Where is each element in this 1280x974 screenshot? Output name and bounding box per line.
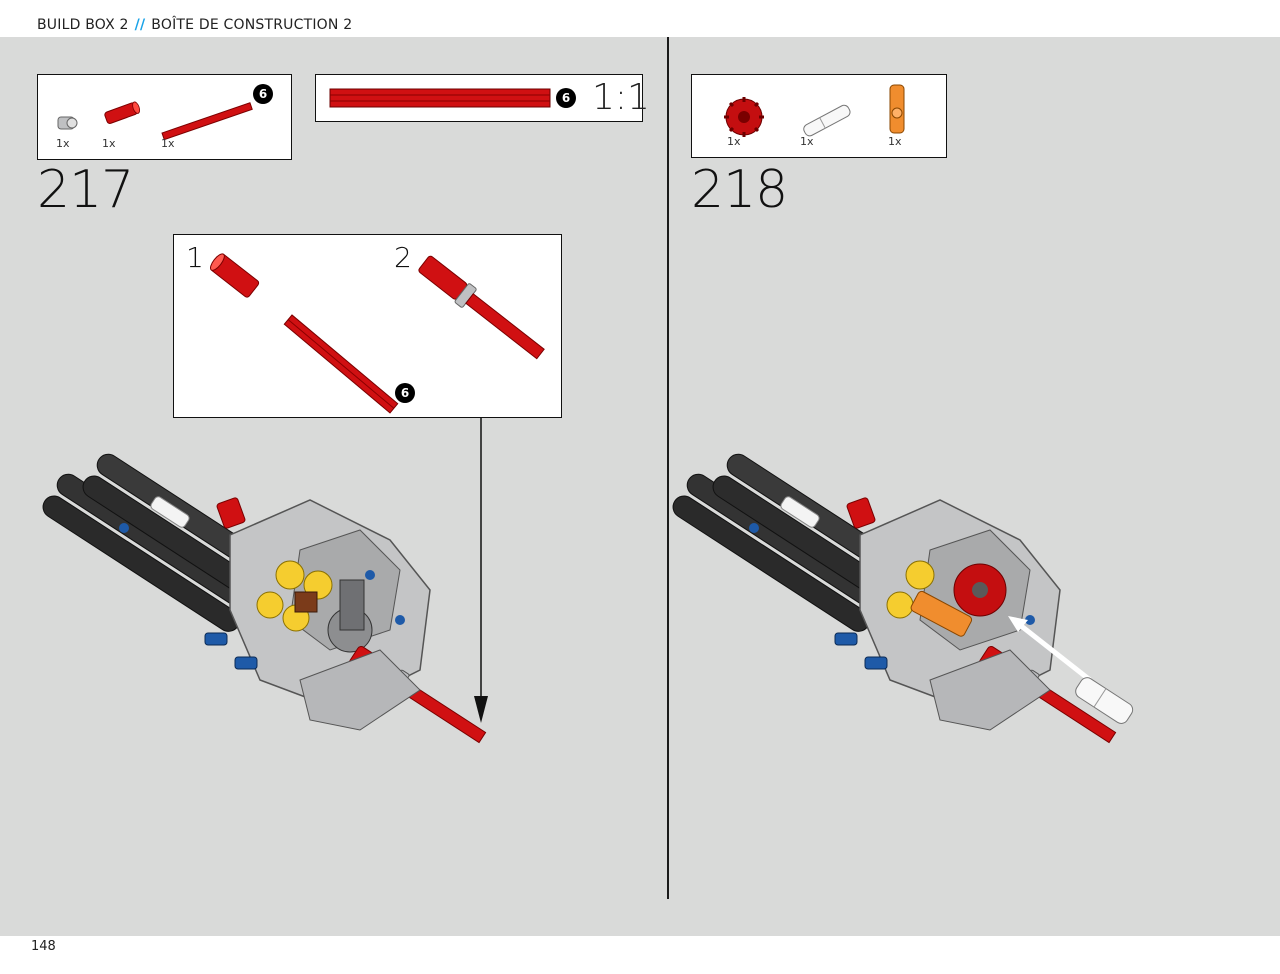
substep2-assembly bbox=[418, 255, 545, 360]
substep-1-badge: 6 bbox=[395, 383, 415, 403]
step218-parts-box: 1x 1x 1x bbox=[691, 74, 947, 158]
header-title: BUILD BOX 2 // BOÎTE DE CONSTRUCTION 2 bbox=[37, 17, 352, 33]
grey-bush-part bbox=[57, 116, 78, 130]
substep1-axle bbox=[283, 314, 399, 414]
step218-parts-illustration bbox=[724, 84, 905, 137]
red-connector-qty: 1x bbox=[102, 137, 116, 150]
page-footer: 148 bbox=[0, 936, 1280, 974]
page-number: 148 bbox=[31, 939, 56, 954]
scale-label: 1:1 bbox=[592, 77, 650, 118]
step217-number: 217 bbox=[37, 160, 134, 220]
instruction-canvas bbox=[0, 37, 1280, 936]
header-title-en: BUILD BOX 2 bbox=[37, 17, 129, 33]
substep-2-label: 2 bbox=[394, 241, 412, 274]
red-gear-part bbox=[724, 97, 764, 137]
step-divider bbox=[667, 37, 669, 899]
red-connector-part bbox=[104, 101, 141, 124]
axle-length-badge: 6 bbox=[253, 84, 273, 104]
scale-box: 6 1:1 bbox=[315, 74, 650, 122]
substep-1-label: 1 bbox=[186, 241, 204, 274]
red-gear-qty: 1x bbox=[727, 135, 741, 148]
step217-parts-box: 1x 1x 1x 6 bbox=[37, 74, 292, 160]
page-header: BUILD BOX 2 // BOÎTE DE CONSTRUCTION 2 bbox=[0, 0, 1280, 37]
orange-connector-part bbox=[889, 84, 905, 134]
orange-connector-qty: 1x bbox=[888, 135, 902, 148]
step218-number: 218 bbox=[691, 160, 788, 220]
header-title-fr: BOÎTE DE CONSTRUCTION 2 bbox=[151, 17, 353, 33]
scale-axle-illustration bbox=[329, 88, 551, 108]
callout-pointer-arrow bbox=[474, 418, 488, 723]
grey-bush-qty: 1x bbox=[56, 137, 70, 150]
step218-model-illustration bbox=[672, 453, 1134, 744]
step217-model-illustration bbox=[42, 453, 487, 744]
scale-box-badge: 6 bbox=[556, 88, 576, 108]
white-pin-part bbox=[803, 104, 851, 137]
white-pin-qty: 1x bbox=[800, 135, 814, 148]
header-separator: // bbox=[134, 17, 146, 33]
step217-parts-illustration bbox=[57, 101, 253, 141]
substep-illustration bbox=[210, 253, 545, 414]
substep1-connector bbox=[210, 253, 260, 298]
red-axle-qty: 1x bbox=[161, 137, 175, 150]
substep-callout-box: 1 2 6 bbox=[173, 234, 562, 418]
red-axle-part bbox=[161, 102, 253, 141]
